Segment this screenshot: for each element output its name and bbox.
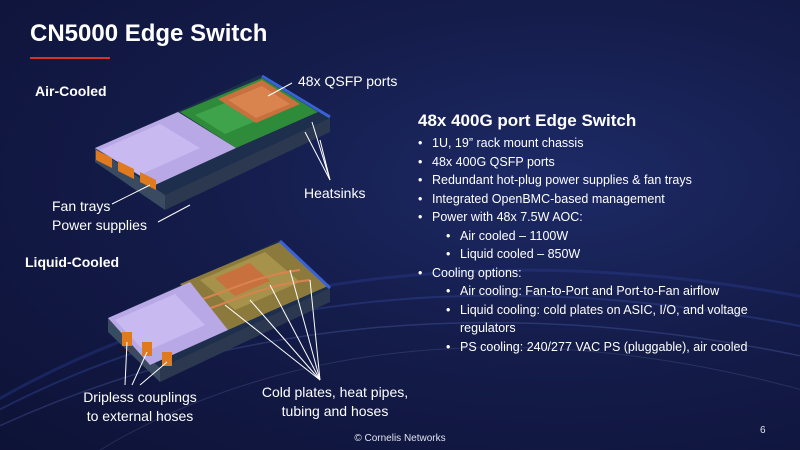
spec-item-cooling: •Cooling options: •Air cooling: Fan-to-P… <box>418 264 790 357</box>
spec-item: •1U, 19” rack mount chassis <box>418 134 790 153</box>
cold-plates-callout: Cold plates, heat pipes, tubing and hose… <box>240 383 430 421</box>
spec-item: •48x 400G QSFP ports <box>418 153 790 172</box>
fan-trays-leader-line <box>111 184 151 205</box>
cold-plates-leader-line-4 <box>224 304 321 381</box>
liquid-cooled-label: Liquid-Cooled <box>25 254 120 270</box>
bullet-icon: • <box>446 247 451 261</box>
bullet-icon: • <box>418 136 423 150</box>
dripless-leader-line-1 <box>124 341 128 386</box>
page-title: CN5000 Edge Switch <box>30 20 268 47</box>
dripless-callout-line-1: Dripless couplings <box>83 389 197 405</box>
qsfp-ports-callout: 48x QSFP ports <box>298 73 398 89</box>
air-cooled-switch-image <box>95 74 331 210</box>
power-supplies-leader-line <box>157 204 191 223</box>
spec-list: •1U, 19” rack mount chassis •48x 400G QS… <box>418 134 790 356</box>
qsfp-leader-line <box>267 82 293 97</box>
spec-item: •Integrated OpenBMC-based management <box>418 190 790 209</box>
bullet-icon: • <box>418 191 423 206</box>
power-sublist: •Air cooled – 1100W •Liquid cooled – 850… <box>432 227 790 264</box>
dripless-couplings-callout: Dripless couplings to external hoses <box>60 388 220 426</box>
page-number: 6 <box>760 425 766 436</box>
power-supplies-callout: Power supplies <box>52 217 147 233</box>
bullet-icon: • <box>418 173 423 187</box>
bullet-icon: • <box>418 265 423 280</box>
spec-subitem: •Liquid cooling: cold plates on ASIC, I/… <box>446 302 748 336</box>
heatsinks-leader-line-2 <box>311 121 331 181</box>
fan-trays-callout: Fan trays <box>52 198 111 214</box>
dripless-callout-line-2: to external hoses <box>86 408 194 424</box>
cold-plates-leader-line-3 <box>249 299 321 381</box>
spec-heading: 48x 400G port Edge Switch <box>418 111 637 130</box>
dripless-leader-line-3 <box>139 361 168 386</box>
heatsinks-leader-line-1 <box>304 131 331 181</box>
bullet-icon: • <box>446 228 451 243</box>
spec-subitem: •Air cooling: Fan-to-Port and Port-to-Fa… <box>446 282 790 301</box>
air-cooled-label: Air-Cooled <box>35 83 107 99</box>
bullet-icon: • <box>446 284 451 298</box>
bullet-icon: • <box>418 154 423 169</box>
dripless-leader-line-2 <box>131 351 148 386</box>
bullet-icon: • <box>446 339 451 354</box>
liquid-cooled-switch-image <box>108 239 332 382</box>
cold-plates-leader-line-1 <box>269 284 321 381</box>
spec-subitem: •PS cooling: 240/277 VAC PS (pluggable),… <box>446 338 790 357</box>
spec-subitem: •Air cooled – 1100W <box>446 227 790 246</box>
bullet-icon: • <box>446 302 451 317</box>
heatsinks-callout: Heatsinks <box>304 185 366 201</box>
cold-plates-callout-line-1: Cold plates, heat pipes, <box>261 384 409 400</box>
cold-plates-leader-line-2 <box>289 269 321 381</box>
bullet-icon: • <box>418 210 423 224</box>
spec-item-power: •Power with 48x 7.5W AOC: •Air cooled – … <box>418 208 790 264</box>
cold-plates-callout-line-2: tubing and hoses <box>281 403 389 419</box>
cooling-sublist: •Air cooling: Fan-to-Port and Port-to-Fa… <box>432 282 790 356</box>
cold-plates-leader-line-5 <box>309 279 321 381</box>
spec-item: •Redundant hot-plug power supplies & fan… <box>418 171 790 190</box>
spec-subitem: •Liquid cooled – 850W <box>446 245 790 264</box>
footer-copyright: © Cornelis Networks <box>354 433 446 444</box>
heatsinks-leader-line-3 <box>319 139 331 181</box>
title-underline <box>30 57 110 59</box>
